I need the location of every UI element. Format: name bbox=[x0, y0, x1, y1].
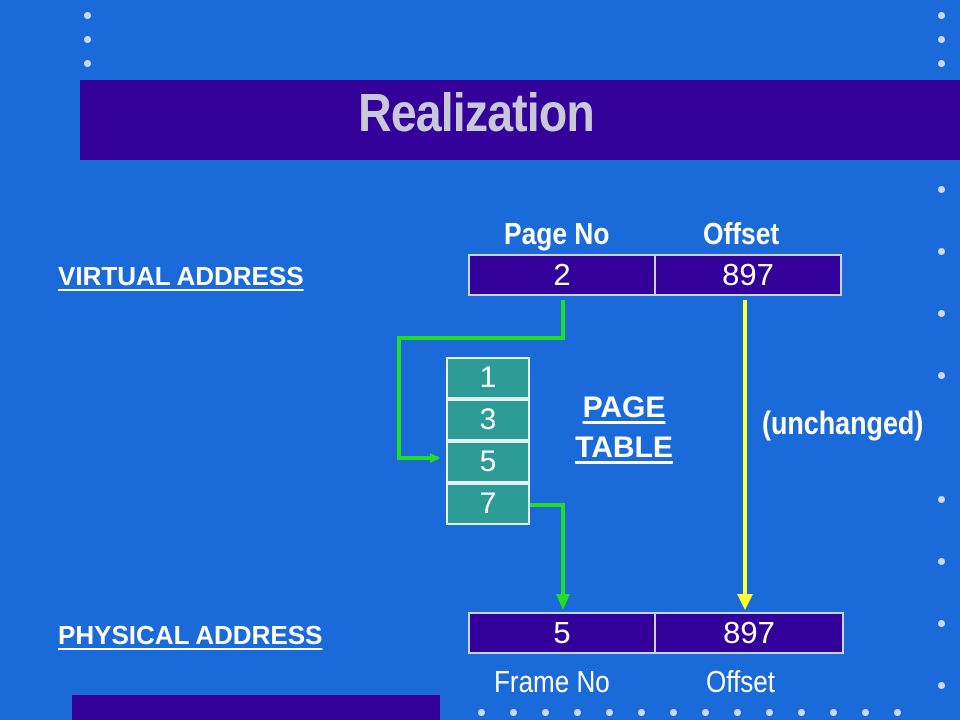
physical-frame-number-cell: 5 bbox=[468, 612, 656, 654]
bullet-dot bbox=[938, 372, 945, 379]
offset-header: Offset bbox=[703, 216, 780, 251]
bullet-dot bbox=[894, 709, 901, 716]
slide-title: Realization bbox=[358, 83, 595, 143]
bullet-dot bbox=[478, 709, 485, 716]
bullet-dot bbox=[938, 620, 945, 627]
bullet-dot bbox=[574, 709, 581, 716]
title-band bbox=[80, 80, 960, 160]
bottom-band bbox=[72, 695, 440, 720]
bullet-dot bbox=[830, 709, 837, 716]
page-table-label-line1: PAGE bbox=[582, 391, 666, 424]
bullet-dot bbox=[510, 709, 517, 716]
bullet-dot bbox=[766, 709, 773, 716]
bullet-dot bbox=[938, 310, 945, 317]
bullet-dot bbox=[938, 558, 945, 565]
bullet-dot bbox=[542, 709, 549, 716]
virtual-page-number-cell: 2 bbox=[468, 254, 656, 296]
virtual-address-label: VIRTUAL ADDRESS bbox=[58, 261, 304, 291]
page-table-entry: 1 bbox=[446, 357, 530, 399]
offset-passthrough-arrowhead bbox=[737, 594, 753, 610]
bullet-dot bbox=[938, 60, 945, 67]
bullet-dot bbox=[798, 709, 805, 716]
bullet-dot bbox=[606, 709, 613, 716]
bullet-dot bbox=[84, 60, 91, 67]
frame-number-arrow bbox=[530, 503, 565, 604]
bullet-dot bbox=[734, 709, 741, 716]
bullet-dot bbox=[938, 248, 945, 255]
page-table-label: PAGE TABLE bbox=[556, 388, 692, 468]
bullet-dot bbox=[84, 36, 91, 43]
page-table-entry: 3 bbox=[446, 399, 530, 441]
frame-number-arrowhead bbox=[556, 594, 570, 610]
page-table-entry: 7 bbox=[446, 483, 530, 525]
bullet-dot bbox=[670, 709, 677, 716]
page-table-entry: 5 bbox=[446, 441, 530, 483]
page-table-label-line2: TABLE bbox=[575, 431, 673, 464]
physical-address-label: PHYSICAL ADDRESS bbox=[58, 620, 323, 650]
bullet-dot bbox=[862, 709, 869, 716]
bullet-dot bbox=[638, 709, 645, 716]
virtual-offset-cell: 897 bbox=[654, 254, 842, 296]
frame-no-footer: Frame No bbox=[494, 664, 610, 699]
page-no-header: Page No bbox=[504, 216, 610, 251]
bullet-dot bbox=[84, 12, 91, 19]
bullet-dot bbox=[938, 186, 945, 193]
physical-offset-cell: 897 bbox=[654, 612, 844, 654]
page-lookup-arrow bbox=[397, 300, 565, 463]
bullet-dot bbox=[938, 496, 945, 503]
bullet-dot bbox=[702, 709, 709, 716]
bullet-dot bbox=[938, 36, 945, 43]
unchanged-note: (unchanged) bbox=[762, 405, 924, 441]
bullet-dot bbox=[938, 682, 945, 689]
offset-footer: Offset bbox=[706, 664, 775, 699]
bullet-dot bbox=[938, 12, 945, 19]
